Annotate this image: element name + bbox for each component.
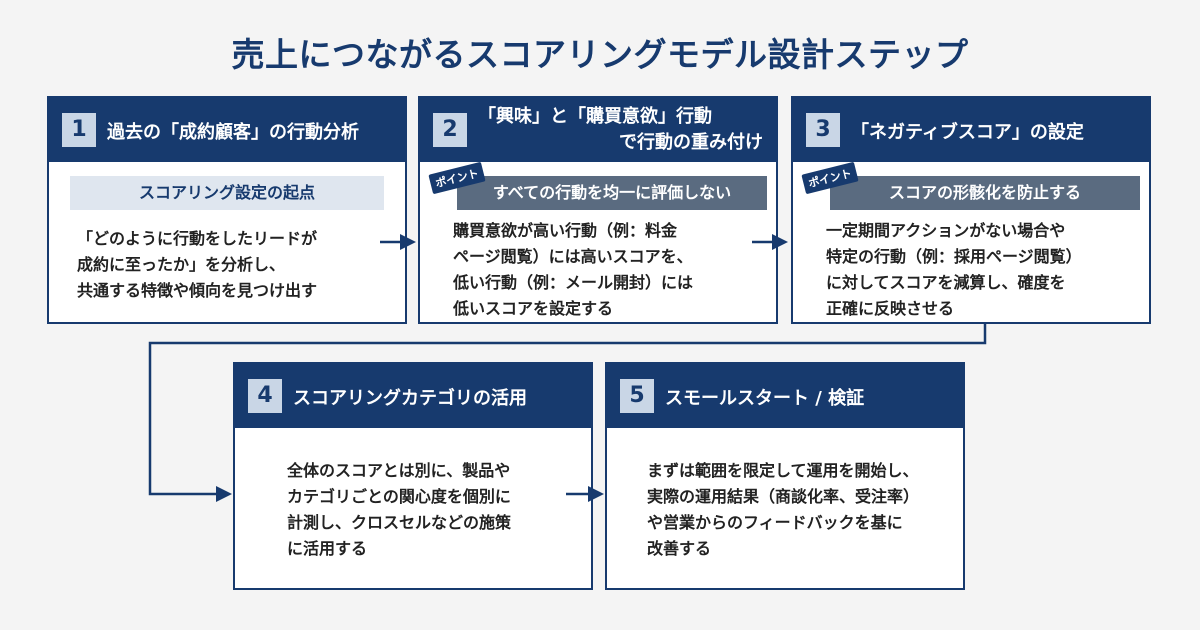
arrowhead-1-to-2 <box>400 234 416 250</box>
step-body-5: まずは範囲を限定して運用を開始し、 実際の運用結果（商談化率、受注率） や営業か… <box>647 461 920 558</box>
step-subheading-2: すべての行動を均一に評価しない <box>457 176 767 210</box>
step-card-3: 3 「ネガティブスコア」の設定 スコアの形骸化を防止する ポイント 一定期間アク… <box>791 96 1151 324</box>
step-header-4: 4 スコアリングカテゴリの活用 <box>235 364 591 428</box>
arrowhead-2-to-3 <box>772 234 788 250</box>
step-heading-1: 過去の「成約顧客」の行動分析 <box>107 122 359 143</box>
step-heading-3: 「ネガティブスコア」の設定 <box>851 122 1084 143</box>
step-number-3: 3 <box>806 113 840 147</box>
step-number-2: 2 <box>433 113 467 147</box>
arrowhead-3-to-4 <box>216 486 232 502</box>
step-header-3: 3 「ネガティブスコア」の設定 <box>793 98 1149 162</box>
step-number-5: 5 <box>620 379 654 413</box>
arrow-3-to-4 <box>148 324 987 496</box>
step-card-4: 4 スコアリングカテゴリの活用 全体のスコアとは別に、製品や カテゴリごとの関心… <box>233 362 593 590</box>
step-header-2: 2 「興味」と「購買意欲」行動 で行動の重み付け <box>420 98 776 162</box>
step-body-2: 購買意欲が高い行動（例：料金 ページ閲覧）には高いスコアを、 低い行動（例：メー… <box>453 221 694 318</box>
step-header-5: 5 スモールスタート / 検証 <box>607 364 963 428</box>
step-body-1: 「どのように行動をしたリードが 成約に至ったか」を分析し、 共通する特徴や傾向を… <box>77 229 318 300</box>
step-header-1: 1 過去の「成約顧客」の行動分析 <box>49 98 405 162</box>
step-card-2: 2 「興味」と「購買意欲」行動 で行動の重み付け すべての行動を均一に評価しない… <box>418 96 778 324</box>
step-heading-2: 「興味」と「購買意欲」行動 で行動の重み付け <box>478 106 763 153</box>
step-heading-5: スモールスタート / 検証 <box>665 388 865 409</box>
page-title: 売上につながるスコアリングモデル設計ステップ <box>231 35 969 74</box>
arrowhead-4-to-5 <box>588 486 604 502</box>
step-body-4: 全体のスコアとは別に、製品や カテゴリごとの関心度を個別に 計測し、クロスセルな… <box>287 461 512 558</box>
step-subheading-1: スコアリング設定の起点 <box>70 176 384 210</box>
step-number-1: 1 <box>62 113 96 147</box>
step-card-5: 5 スモールスタート / 検証 まずは範囲を限定して運用を開始し、 実際の運用結… <box>605 362 965 590</box>
step-heading-4: スコアリングカテゴリの活用 <box>293 388 527 409</box>
step-card-1: 1 過去の「成約顧客」の行動分析 スコアリング設定の起点 「どのように行動をした… <box>47 96 407 324</box>
step-body-3: 一定期間アクションがない場合や 特定の行動（例：採用ページ閲覧） に対してスコア… <box>826 221 1082 318</box>
step-number-4: 4 <box>248 379 282 413</box>
step-subheading-3: スコアの形骸化を防止する <box>830 176 1140 210</box>
